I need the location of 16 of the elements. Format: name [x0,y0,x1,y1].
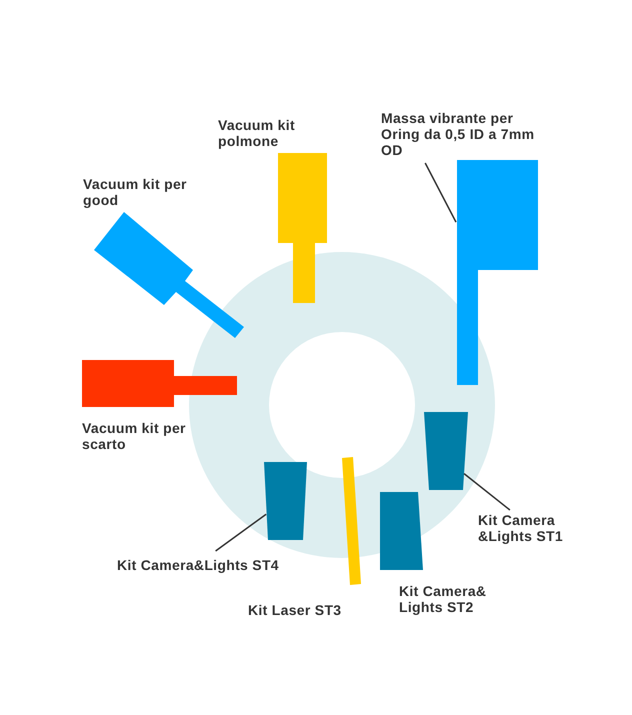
leader-line [464,473,510,511]
part-label: Kit Camera &Lights ST1 [478,512,588,544]
part-label: Kit Camera& Lights ST2 [399,583,488,615]
laser-bar [342,457,361,585]
camera-unit [264,462,307,540]
part-label: Vacuum kit polmone [218,117,296,149]
camera-unit [424,412,468,490]
leader-line [215,514,267,552]
vibrating-mass [457,160,538,385]
part-label: Massa vibrante per Oring da 0,5 ID a 7mm OD [381,110,551,158]
part-label: Kit Camera&Lights ST4 [117,557,287,573]
part-label: Kit Laser ST3 [248,602,342,618]
part-label: Vacuum kit per good [83,176,188,208]
leader-line [424,162,457,222]
camera-unit [380,492,423,570]
part-label: Vacuum kit per scarto [82,420,187,452]
